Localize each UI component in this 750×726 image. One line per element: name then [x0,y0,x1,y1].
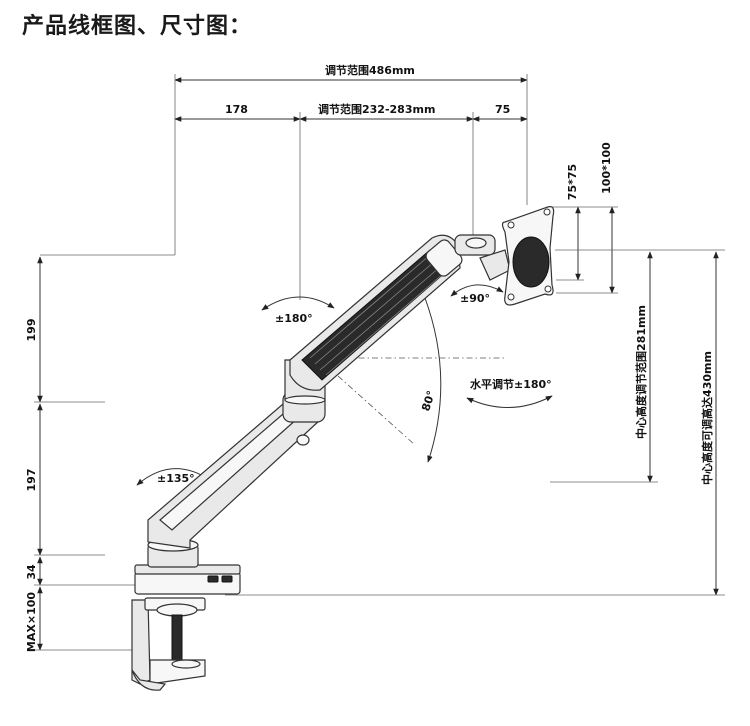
label-horizontal: 水平调节±180° [470,377,552,391]
label-center-max: 中心高度可调高达430mm [700,351,714,485]
label-rot-upper: ±180° [275,312,313,325]
lower-arm [147,391,326,549]
monitor-head [454,234,511,281]
label-adjust-mid: 调节范围232-283mm [318,102,435,116]
desk-clamp [131,597,206,691]
label-clamp-max: MAX×100 [25,592,38,652]
upper-arm [289,234,463,391]
top-dimensions [40,74,528,300]
height-dimensions-left [34,256,140,651]
reference-line-angle [317,357,416,446]
arm-base [134,538,241,595]
label-center-range: 中心高度调节范围281mm [634,305,648,439]
label-h199: 199 [25,319,38,342]
rotation-arcs [136,284,553,486]
label-vesa-large: 100*100 [600,142,613,194]
label-angle-80: 80° [419,389,438,413]
vesa-plate [501,206,555,306]
label-adjust-total: 调节范围486mm [325,63,415,77]
label-rot-lower: ±135° [157,472,195,485]
label-h197: 197 [25,469,38,492]
page-title: 产品线框图、尺寸图： [22,14,253,39]
label-right-span: 75 [495,103,510,116]
label-vesa-small: 75*75 [566,164,579,200]
label-h34: 34 [25,564,38,580]
label-tilt: ±90° [460,292,490,305]
label-left-span: 178 [225,103,248,116]
height-dimensions-right [225,249,725,596]
